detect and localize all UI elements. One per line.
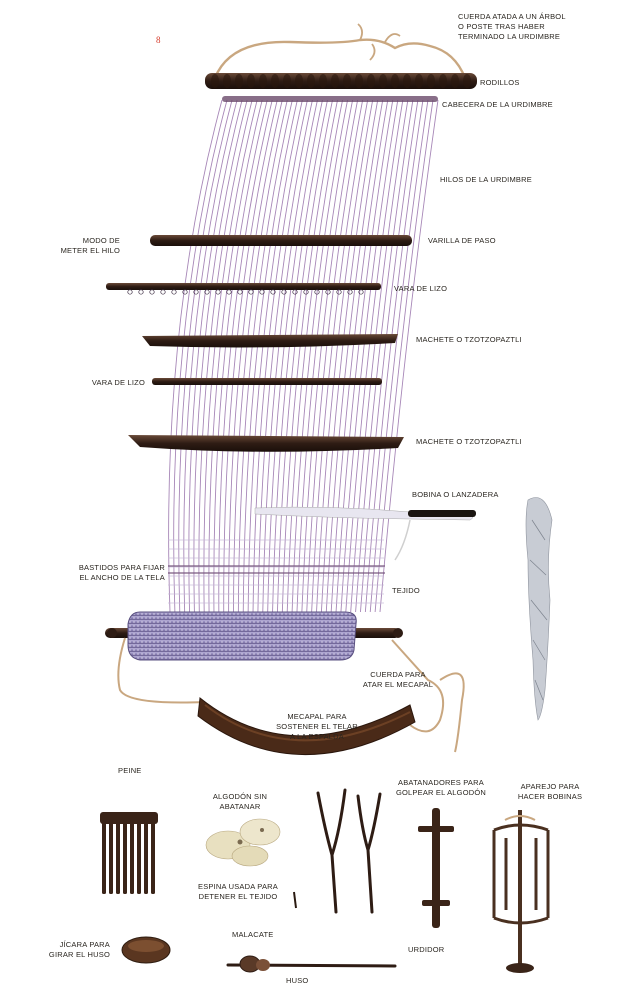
figure-mark: 8 [156, 35, 161, 45]
passing-rod [150, 235, 412, 246]
warp-thread [317, 100, 373, 612]
label-mecapal: Mecapal para sostener el telar a la espa… [262, 712, 372, 742]
sword-1 [142, 334, 398, 347]
label-malacate: Malacate [232, 930, 273, 940]
label-vara-lizo-1: Vara de lizo [394, 284, 534, 294]
shuttle-stick [408, 510, 476, 517]
spindle-illustration [228, 956, 395, 972]
label-vara-lizo-2: Vara de lizo [60, 378, 145, 388]
label-urdidor: Urdidor [408, 945, 444, 955]
sword-2 [128, 435, 404, 452]
warping-frame-illustration [418, 808, 454, 928]
heddle-rod-2 [152, 378, 382, 385]
label-espina: Espina usada para detener el tejido [188, 882, 288, 902]
warp-thread [199, 100, 252, 612]
thorn-illustration [294, 892, 296, 908]
warp-thread [204, 100, 257, 612]
label-huso: Huso [286, 976, 308, 986]
warp-head-bar [222, 96, 438, 102]
warp-thread [184, 100, 237, 612]
warp-thread [375, 100, 433, 612]
warp-threads [169, 100, 438, 612]
warp-thread [380, 100, 438, 612]
warp-thread [194, 100, 247, 612]
label-bobina: Bobina o lanzadera [412, 490, 552, 500]
label-abatanadores: Abatanadores para golpear el algodón [382, 778, 500, 798]
bobbin-tool-illustration [494, 810, 548, 973]
label-hilos: Hilos de la urdimbre [440, 175, 580, 185]
label-jicara: Jícara para girar el huso [30, 940, 110, 960]
label-tejido: Tejido [392, 586, 420, 596]
label-machete-2: Machete o tzotzopaztli [416, 437, 586, 447]
raw-cotton-illustration [206, 819, 280, 866]
label-rodillos: Rodillos [480, 78, 520, 88]
warp-thread [189, 100, 242, 612]
top-rope [215, 40, 465, 78]
label-cabecera: Cabecera de la urdimbre [442, 100, 602, 110]
label-cuerda-mecapal: Cuerda para atar el mecapal [348, 670, 448, 690]
woven-cloth-roll [128, 612, 356, 660]
label-algodon: Algodón sin abatanar [195, 792, 285, 812]
label-modo: Modo de meter el hilo [48, 236, 120, 256]
label-varilla-paso: Varilla de paso [428, 236, 568, 246]
comb-illustration [100, 812, 158, 894]
label-machete-1: Machete o tzotzopaztli [416, 335, 586, 345]
top-roller [205, 73, 477, 89]
label-aparejo: Aparejo para hacer bobinas [500, 782, 600, 802]
heddle-rod-1 [106, 283, 381, 290]
cotton-beaters-illustration [318, 790, 380, 912]
label-peine: Peine [118, 766, 142, 776]
label-bastidos: Bastidos para fijar el ancho de la tela [40, 563, 165, 583]
warp-thread [268, 100, 323, 612]
label-cuerda-arbol: Cuerda atada a un árbol o poste tras hab… [458, 12, 598, 42]
